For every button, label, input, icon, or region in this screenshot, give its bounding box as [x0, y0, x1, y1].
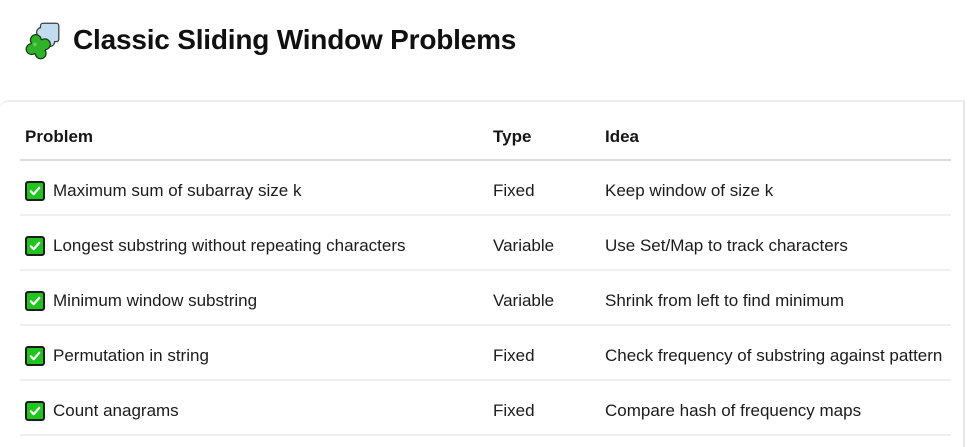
- type-value: Variable: [493, 270, 605, 326]
- check-mark-icon: [25, 290, 45, 311]
- table-row: Permutation in string Fixed Check freque…: [20, 325, 951, 381]
- problem-label: Count anagrams: [53, 400, 179, 420]
- page-header: Classic Sliding Window Problems: [0, 0, 968, 60]
- type-value: Fixed: [493, 325, 605, 381]
- idea-value: Keep window of size k: [605, 160, 951, 216]
- column-header-type: Type: [493, 102, 605, 161]
- column-header-problem: Problem: [20, 102, 493, 161]
- table-row: Maximum sum of subarray size k Fixed Kee…: [20, 160, 951, 216]
- content-panel: Problem Type Idea Maximum sum of subarra…: [0, 100, 965, 447]
- check-mark-icon: [25, 345, 45, 366]
- table-row: Minimum window substring Variable Shrink…: [20, 270, 951, 326]
- problems-table: Problem Type Idea Maximum sum of subarra…: [20, 102, 951, 436]
- table-header: Problem Type Idea: [20, 102, 951, 161]
- puzzle-piece-icon: [24, 21, 62, 61]
- table-row: Longest substring without repeating char…: [20, 215, 951, 271]
- check-mark-icon: [25, 235, 45, 256]
- problem-label: Minimum window substring: [53, 290, 258, 310]
- table-row: Count anagrams Fixed Compare hash of fre…: [20, 380, 951, 436]
- problem-label: Longest substring without repeating char…: [53, 235, 406, 255]
- type-value: Variable: [493, 215, 605, 271]
- problem-label: Permutation in string: [53, 345, 209, 365]
- check-mark-icon: [25, 180, 45, 201]
- idea-value: Compare hash of frequency maps: [605, 380, 951, 436]
- problem-label: Maximum sum of subarray size k: [53, 180, 302, 200]
- type-value: Fixed: [493, 380, 605, 436]
- idea-value: Use Set/Map to track characters: [605, 215, 951, 271]
- type-value: Fixed: [493, 160, 605, 216]
- column-header-idea: Idea: [605, 102, 951, 161]
- page-title: Classic Sliding Window Problems: [73, 24, 517, 56]
- idea-value: Shrink from left to find minimum: [605, 270, 951, 326]
- idea-value: Check frequency of substring against pat…: [605, 325, 951, 381]
- check-mark-icon: [25, 400, 45, 421]
